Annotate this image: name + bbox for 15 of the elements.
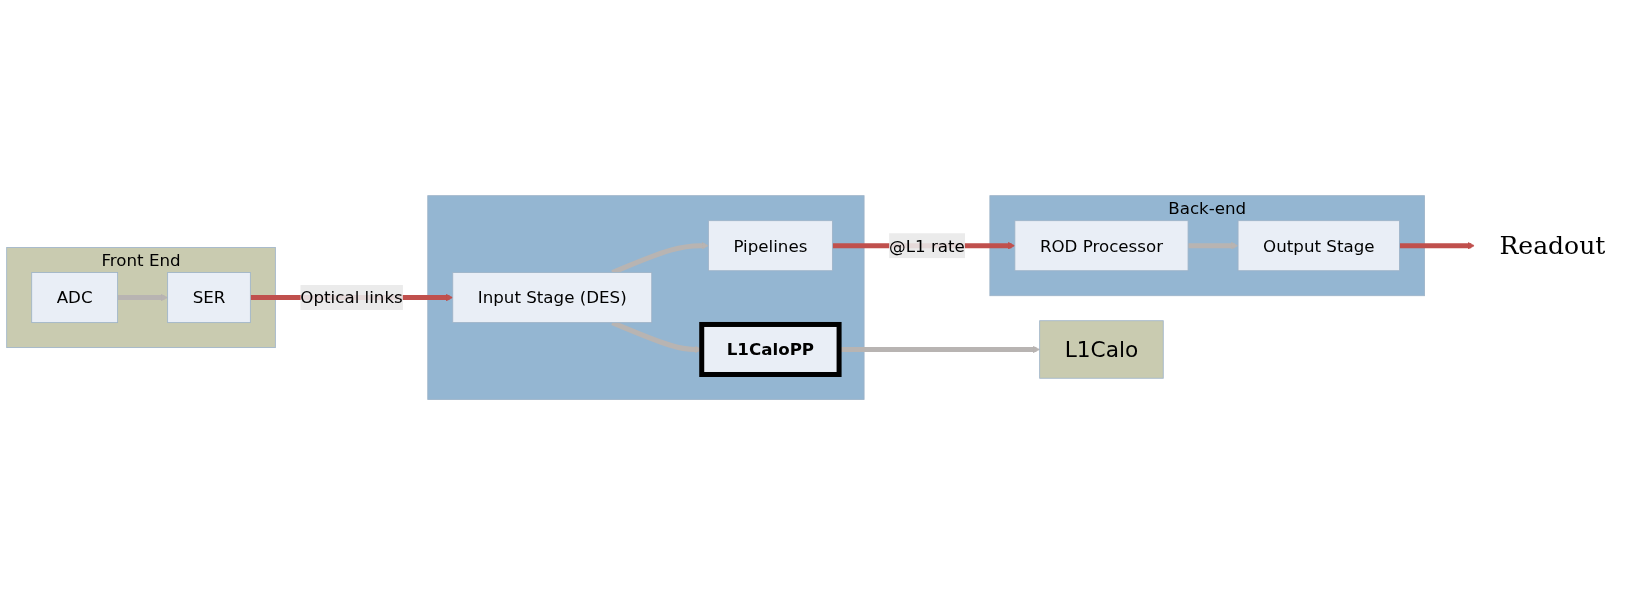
cluster: [427, 195, 865, 401]
edge-label: @L1 rate: [889, 236, 965, 257]
arrow: [1188, 242, 1239, 250]
node-box: SER: [167, 272, 251, 324]
node-box: L1CaloPP: [699, 322, 842, 378]
node-box: L1Calo: [1039, 320, 1164, 380]
arrow: [1399, 242, 1475, 250]
node-text: Readout: [1499, 231, 1606, 261]
node-box: Input Stage (DES): [452, 272, 653, 324]
node-box: Pipelines: [708, 220, 833, 272]
node-box: Output Stage: [1237, 220, 1400, 272]
edge-label: Optical links: [300, 287, 403, 308]
arrow: [117, 294, 168, 302]
node-box: ROD Processor: [1014, 220, 1189, 272]
node-box: ADC: [31, 272, 118, 324]
